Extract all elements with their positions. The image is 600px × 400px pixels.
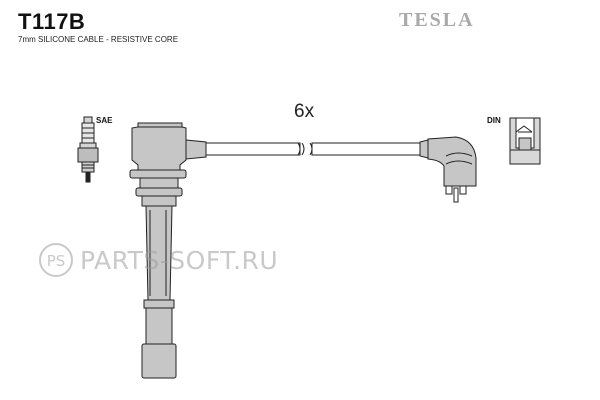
part-number: T117B <box>18 9 86 34</box>
watermark: PS PARTS-SOFT.RU <box>38 242 278 278</box>
distributor-boot <box>419 136 477 203</box>
ignition-cable <box>185 139 421 160</box>
watermark-badge-text: PS <box>47 252 66 270</box>
din-terminal-icon <box>509 117 541 165</box>
cable-specification: 7mm SILICONE CABLE - RESISTIVE CORE <box>18 35 179 44</box>
spark-plug-icon <box>77 116 99 183</box>
brand-logo: TESLA <box>399 9 475 31</box>
sae-label: SAE <box>96 116 113 125</box>
watermark-badge-icon: PS <box>39 243 73 277</box>
watermark-text: PARTS-SOFT.RU <box>80 245 279 275</box>
spark-plug-boot <box>129 122 187 379</box>
din-label: DIN <box>487 116 501 125</box>
quantity-label: 6x <box>294 101 315 122</box>
